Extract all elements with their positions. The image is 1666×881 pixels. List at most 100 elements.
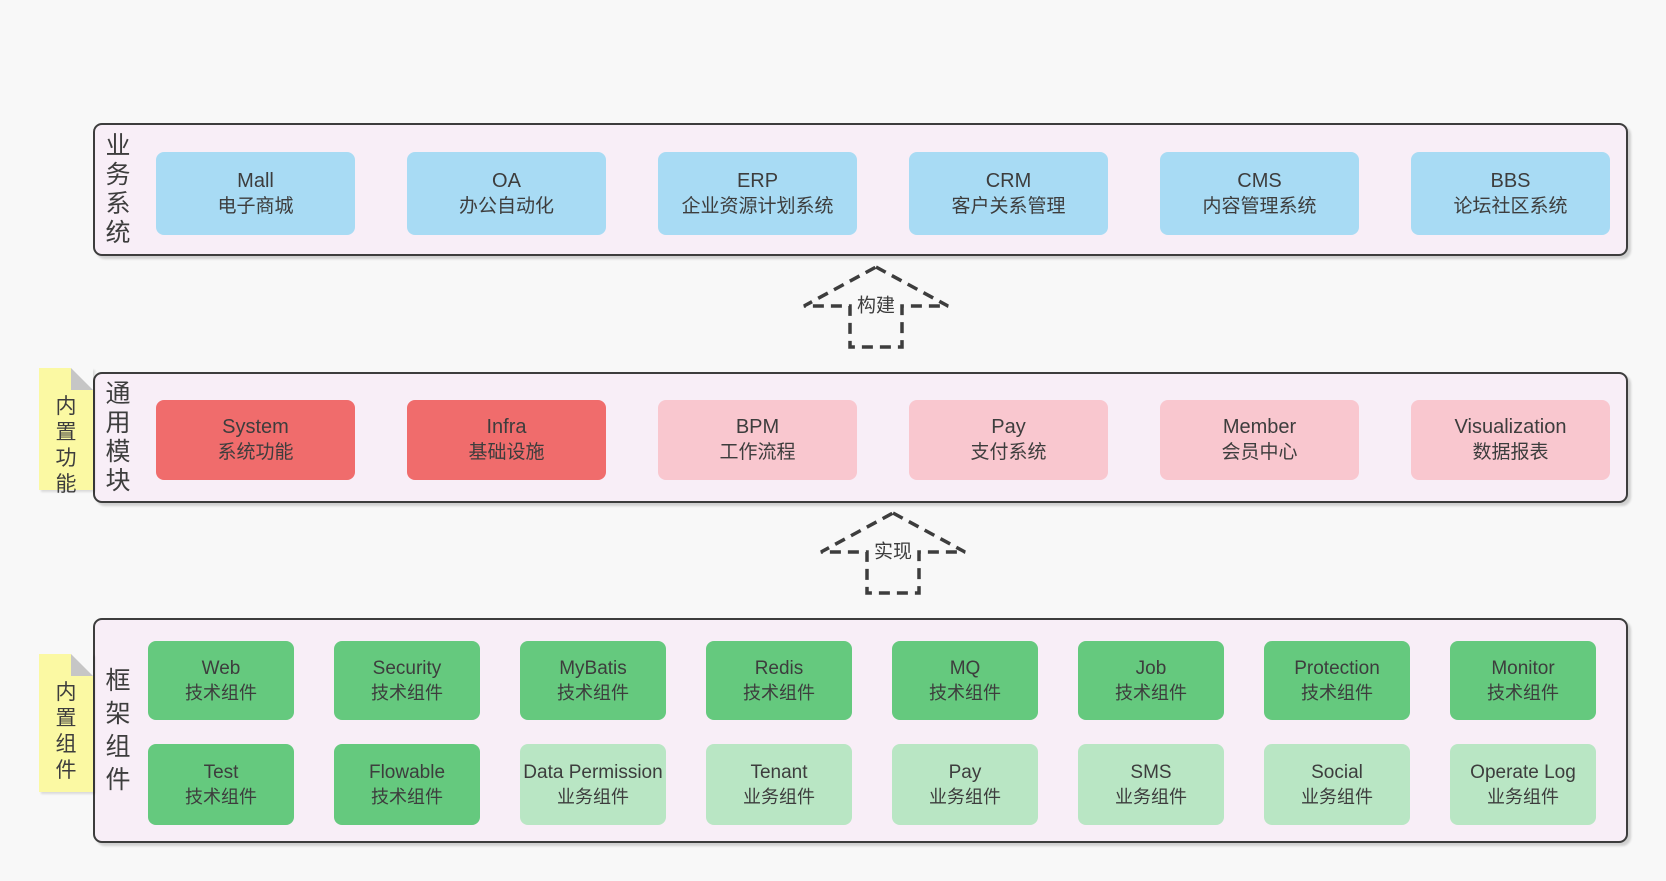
box-title: BBS	[1490, 169, 1531, 192]
box-erp: ERP 企业资源计划系统	[658, 152, 857, 235]
layer-label-framework: 框架组件	[105, 666, 131, 794]
box-security: Security 技术组件	[334, 641, 480, 720]
implement-arrow: 实现	[813, 510, 973, 596]
box-subtitle: 业务组件	[743, 786, 815, 807]
box-title: CMS	[1237, 169, 1282, 192]
box-title: MyBatis	[559, 657, 627, 679]
box-subtitle: 基础设施	[468, 442, 545, 463]
box-subtitle: 技术组件	[185, 786, 257, 807]
box-title: Flowable	[368, 761, 446, 783]
box-cms: CMS 内容管理系统	[1160, 152, 1359, 235]
note-text: 内置组件	[55, 681, 77, 782]
box-title: Web	[201, 657, 241, 679]
box-subtitle: 技术组件	[371, 786, 443, 807]
box-title: Protection	[1294, 657, 1380, 679]
box-subtitle: 业务组件	[557, 786, 629, 807]
box-title: OA	[492, 169, 521, 192]
box-social: Social 业务组件	[1264, 744, 1410, 825]
box-title: MQ	[949, 657, 981, 679]
box-title: Job	[1135, 657, 1167, 679]
box-title: ERP	[736, 169, 779, 192]
box-pay-component: Pay 业务组件	[892, 744, 1038, 825]
box-title: Data Permission	[523, 761, 663, 783]
note-text: 内置功能	[55, 395, 77, 496]
box-sms: SMS 业务组件	[1078, 744, 1224, 825]
box-crm: CRM 客户关系管理	[909, 152, 1108, 235]
modules-box-row: System 系统功能 Infra 基础设施 BPM 工作流程 Pay 支付系统…	[156, 400, 1610, 480]
layer-label-business: 业务系统	[105, 131, 131, 247]
box-subtitle: 企业资源计划系统	[681, 195, 834, 217]
box-web: Web 技术组件	[148, 641, 294, 720]
layer-business-systems: 业务系统 Mall 电子商城 OA 办公自动化 ERP 企业资源计划系统 CRM…	[93, 123, 1628, 256]
box-flowable: Flowable 技术组件	[334, 744, 480, 825]
box-subtitle: 系统功能	[217, 442, 294, 463]
box-title: Infra	[486, 416, 527, 438]
box-subtitle: 技术组件	[929, 682, 1001, 703]
box-subtitle: 业务组件	[1487, 786, 1559, 807]
box-subtitle: 业务组件	[929, 786, 1001, 807]
box-title: SMS	[1130, 761, 1172, 783]
box-title: Test	[203, 761, 239, 783]
box-subtitle: 技术组件	[371, 682, 443, 703]
box-title: BPM	[735, 416, 780, 438]
box-bbs: BBS 论坛社区系统	[1411, 152, 1610, 235]
box-operate-log: Operate Log 业务组件	[1450, 744, 1596, 825]
box-subtitle: 办公自动化	[458, 195, 554, 217]
box-subtitle: 技术组件	[1115, 682, 1187, 703]
layer-common-modules: 通用模块 System 系统功能 Infra 基础设施 BPM 工作流程 Pay…	[93, 372, 1628, 503]
box-subtitle: 技术组件	[743, 682, 815, 703]
box-title: Tenant	[750, 761, 808, 783]
framework-box-row-2: Test 技术组件 Flowable 技术组件 Data Permission …	[148, 744, 1596, 825]
box-title: Social	[1311, 761, 1363, 783]
box-subtitle: 技术组件	[1301, 682, 1373, 703]
build-arrow: 构建	[796, 264, 956, 350]
box-mybatis: MyBatis 技术组件	[520, 641, 666, 720]
box-data-permission: Data Permission 业务组件	[520, 744, 666, 825]
box-subtitle: 会员中心	[1221, 442, 1298, 463]
box-title: Pay	[991, 416, 1026, 438]
box-mall: Mall 电子商城	[156, 152, 355, 235]
box-subtitle: 技术组件	[185, 682, 257, 703]
box-tenant: Tenant 业务组件	[706, 744, 852, 825]
implement-arrow-label: 实现	[869, 536, 917, 564]
sticky-note-built-in-components: 内置组件	[39, 654, 93, 792]
box-subtitle: 技术组件	[557, 682, 629, 703]
layer-label-modules: 通用模块	[105, 379, 131, 495]
box-subtitle: 业务组件	[1301, 786, 1373, 807]
layer-framework-components: 框架组件 Web 技术组件 Security 技术组件 MyBatis 技术组件…	[93, 618, 1628, 843]
box-title: Operate Log	[1470, 761, 1576, 783]
box-monitor: Monitor 技术组件	[1450, 641, 1596, 720]
box-title: Member	[1222, 416, 1297, 438]
box-subtitle: 支付系统	[970, 442, 1047, 463]
box-bpm: BPM 工作流程	[658, 400, 857, 480]
framework-box-row-1: Web 技术组件 Security 技术组件 MyBatis 技术组件 Redi…	[148, 641, 1596, 720]
box-subtitle: 数据报表	[1472, 442, 1549, 463]
box-subtitle: 工作流程	[719, 442, 796, 463]
box-title: System	[222, 416, 289, 438]
box-pay-system: Pay 支付系统	[909, 400, 1108, 480]
box-subtitle: 电子商城	[217, 195, 294, 217]
box-title: Monitor	[1491, 657, 1555, 679]
box-title: Redis	[754, 657, 804, 679]
box-subtitle: 内容管理系统	[1202, 195, 1317, 217]
box-title: Visualization	[1454, 416, 1567, 438]
box-protection: Protection 技术组件	[1264, 641, 1410, 720]
box-title: Pay	[948, 761, 982, 783]
box-title: Security	[372, 657, 442, 679]
box-redis: Redis 技术组件	[706, 641, 852, 720]
sticky-note-built-in-functions: 内置功能	[39, 368, 93, 496]
box-oa: OA 办公自动化	[407, 152, 606, 235]
box-test: Test 技术组件	[148, 744, 294, 825]
build-arrow-label: 构建	[852, 290, 900, 318]
box-system: System 系统功能	[156, 400, 355, 480]
business-box-row: Mall 电子商城 OA 办公自动化 ERP 企业资源计划系统 CRM 客户关系…	[156, 152, 1610, 235]
box-job: Job 技术组件	[1078, 641, 1224, 720]
box-mq: MQ 技术组件	[892, 641, 1038, 720]
box-infra: Infra 基础设施	[407, 400, 606, 480]
box-subtitle: 业务组件	[1115, 786, 1187, 807]
box-subtitle: 客户关系管理	[951, 195, 1066, 217]
box-visualization: Visualization 数据报表	[1411, 400, 1610, 480]
box-title: Mall	[237, 169, 274, 192]
box-subtitle: 论坛社区系统	[1453, 195, 1568, 217]
